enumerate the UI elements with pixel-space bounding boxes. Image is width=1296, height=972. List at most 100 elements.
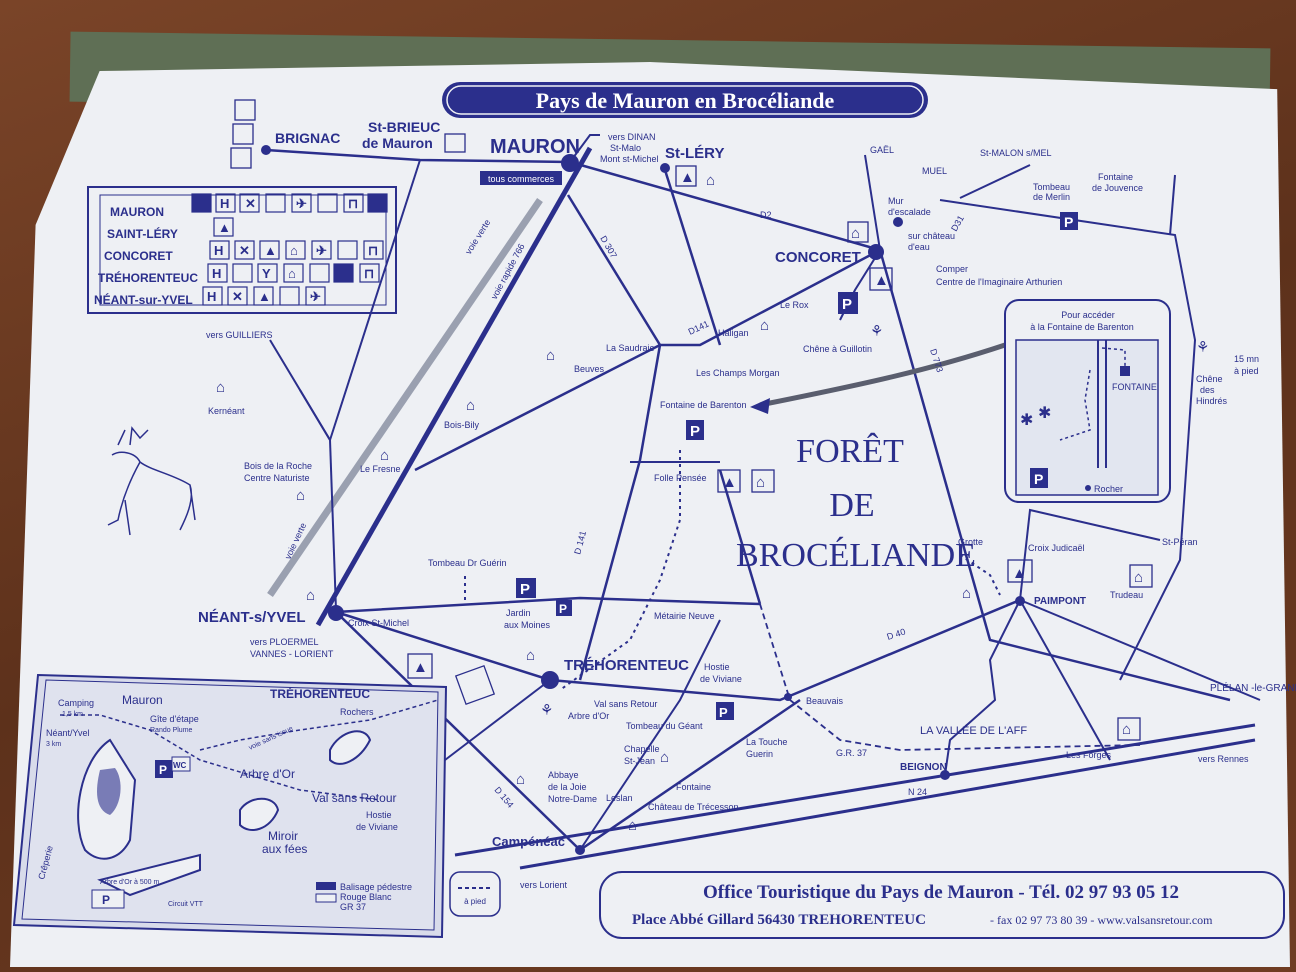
svg-text:Gîte d'étape: Gîte d'étape <box>150 714 199 724</box>
svg-text:vers Lorient: vers Lorient <box>520 880 568 890</box>
svg-text:Notre-Dame: Notre-Dame <box>548 794 597 804</box>
svg-text:✕: ✕ <box>232 289 243 304</box>
svg-text:Croix St-Michel: Croix St-Michel <box>348 618 409 628</box>
svg-text:Hostie: Hostie <box>366 810 392 820</box>
svg-text:Mur: Mur <box>888 196 904 206</box>
town-mauron: MAURON <box>490 136 580 158</box>
svg-text:⌂: ⌂ <box>306 587 315 604</box>
svg-text:Y: Y <box>262 266 271 281</box>
svg-text:D2: D2 <box>760 210 772 220</box>
svg-text:✕: ✕ <box>245 196 256 211</box>
svg-text:à la Fontaine de Barenton: à la Fontaine de Barenton <box>1030 322 1134 332</box>
svg-text:Miroir: Miroir <box>268 829 298 843</box>
svg-text:VANNES - LORIENT: VANNES - LORIENT <box>250 649 334 659</box>
legend-row-saint-lery: SAINT-LÉRY <box>107 226 178 241</box>
svg-text:Haligan: Haligan <box>718 328 749 338</box>
svg-text:des: des <box>1200 385 1215 395</box>
map-title: Pays de Mauron en Brocéliande <box>536 88 835 113</box>
svg-text:voie verte: voie verte <box>463 218 492 256</box>
svg-text:✕: ✕ <box>239 243 250 258</box>
svg-text:H: H <box>214 243 223 258</box>
svg-text:Fontaine: Fontaine <box>1098 172 1133 182</box>
svg-text:Arbre d'Or: Arbre d'Or <box>240 767 295 781</box>
svg-text:D 40: D 40 <box>886 627 907 642</box>
svg-text:▲: ▲ <box>680 169 695 186</box>
stag-drawing <box>107 426 196 536</box>
svg-text:Folle Pensée: Folle Pensée <box>654 473 707 483</box>
svg-text:Centre de l'Imaginaire Arthuri: Centre de l'Imaginaire Arthurien <box>936 277 1062 287</box>
svg-text:Château de Trécesson: Château de Trécesson <box>648 802 739 812</box>
svg-text:P: P <box>719 705 728 720</box>
svg-text:Hindrés: Hindrés <box>1196 396 1228 406</box>
svg-text:Néant/Yvel: Néant/Yvel <box>46 728 90 738</box>
svg-text:de Jouvence: de Jouvence <box>1092 183 1143 193</box>
svg-text:BROCÉLIANDE: BROCÉLIANDE <box>736 537 976 574</box>
svg-text:Chêne: Chêne <box>1196 374 1223 384</box>
svg-text:Val sans Retour: Val sans Retour <box>312 791 397 805</box>
svg-text:Bois-Bily: Bois-Bily <box>444 420 480 430</box>
svg-text:FORÊT: FORÊT <box>796 433 904 470</box>
svg-text:MUEL: MUEL <box>922 166 947 176</box>
svg-text:15 mn: 15 mn <box>1234 354 1259 364</box>
svg-text:Jardin: Jardin <box>506 608 531 618</box>
town-beignon: BEIGNON <box>900 762 947 773</box>
road-network <box>265 134 1261 870</box>
svg-text:G.R. 37: G.R. 37 <box>836 748 867 758</box>
svg-text:Circuit VTT: Circuit VTT <box>168 901 204 908</box>
svg-text:⌂: ⌂ <box>628 817 637 834</box>
svg-text:Pour accéder: Pour accéder <box>1061 310 1115 320</box>
svg-text:▲: ▲ <box>218 220 231 235</box>
town-markers <box>261 145 1025 855</box>
svg-text:⊓: ⊓ <box>364 266 374 281</box>
svg-text:P: P <box>559 602 567 616</box>
svg-text:Mont st-Michel: Mont st-Michel <box>600 154 659 164</box>
service-icons <box>191 193 388 306</box>
svg-text:d'escalade: d'escalade <box>888 207 931 217</box>
svg-text:Les Champs Morgan: Les Champs Morgan <box>696 368 780 378</box>
svg-text:P: P <box>102 893 110 907</box>
office-line-1: Office Touristique du Pays de Mauron - T… <box>703 882 1179 903</box>
svg-text:de la Joie: de la Joie <box>548 782 587 792</box>
svg-text:Le Rox: Le Rox <box>780 300 809 310</box>
services-legend: MAURON SAINT-LÉRY CONCORET TRÉHORENTEUC … <box>87 186 397 314</box>
barenton-inset: Pour accéder à la Fontaine de Barenton F… <box>1004 299 1171 503</box>
svg-text:D 154: D 154 <box>492 785 515 810</box>
svg-text:⌂: ⌂ <box>1134 569 1143 586</box>
svg-text:✈: ✈ <box>296 196 307 211</box>
legend-row-trehorenteuc: TRÉHORENTEUC <box>98 270 198 285</box>
town-concoret: CONCORET <box>775 249 861 266</box>
svg-text:de Merlin: de Merlin <box>1033 192 1070 202</box>
svg-text:H: H <box>207 289 216 304</box>
svg-text:Rocher: Rocher <box>1094 484 1123 494</box>
svg-text:St-Malo: St-Malo <box>610 143 641 153</box>
svg-text:Métairie Neuve: Métairie Neuve <box>654 611 715 621</box>
office-footer: Office Touristique du Pays de Mauron - T… <box>599 871 1285 939</box>
svg-text:à pied: à pied <box>464 897 486 906</box>
svg-text:⌂: ⌂ <box>706 172 715 189</box>
town-paimpont: PAIMPONT <box>1034 596 1086 607</box>
svg-text:Mauron: Mauron <box>122 693 163 707</box>
svg-text:⌂: ⌂ <box>760 317 769 334</box>
town-vallee-aff: LA VALLÉE DE L'AFF <box>920 724 1027 737</box>
svg-text:⌂: ⌂ <box>756 474 765 491</box>
svg-text:Kernéant: Kernéant <box>208 406 245 416</box>
svg-text:vers DINAN: vers DINAN <box>608 132 656 142</box>
svg-text:⊓: ⊓ <box>348 196 358 211</box>
svg-text:Croix Judicaël: Croix Judicaël <box>1028 543 1085 553</box>
svg-text:Comper: Comper <box>936 264 968 274</box>
svg-text:Val sans Retour: Val sans Retour <box>594 699 657 709</box>
svg-text:Trudeau: Trudeau <box>1110 590 1143 600</box>
svg-text:P: P <box>690 423 700 440</box>
svg-text:⚘: ⚘ <box>540 702 553 719</box>
svg-text:⌂: ⌂ <box>216 379 225 396</box>
svg-text:⌂: ⌂ <box>526 647 535 664</box>
svg-text:⌂: ⌂ <box>516 771 525 788</box>
title-banner: Pays de Mauron en Brocéliande <box>442 82 928 118</box>
svg-text:La Saudraie: La Saudraie <box>606 343 655 353</box>
svg-text:⌂: ⌂ <box>962 585 971 602</box>
svg-text:Camping: Camping <box>58 698 94 708</box>
svg-text:P: P <box>842 296 852 313</box>
svg-text:⌂: ⌂ <box>380 447 389 464</box>
